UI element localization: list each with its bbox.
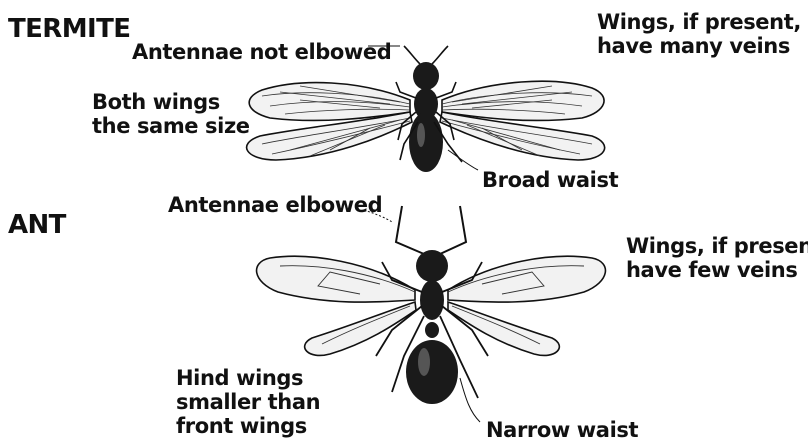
ant-waist-leader <box>460 378 480 422</box>
ant-antennae-label: Antennae elbowed <box>168 193 382 217</box>
termite-antennae-label: Antennae not elbowed <box>132 40 391 64</box>
termite-waist-label: Broad waist <box>482 168 618 192</box>
termite-head <box>413 62 439 90</box>
ant-antenna-left <box>396 206 424 254</box>
ant-right-hind-wing <box>448 302 559 355</box>
ant-gaster <box>406 340 458 404</box>
ant-petiole <box>425 322 439 338</box>
termite-right-front-wing <box>442 81 604 120</box>
termite-antenna-left <box>404 46 420 64</box>
ant-heading: ANT <box>8 210 66 240</box>
ant-thorax <box>420 280 444 320</box>
termite-heading: TERMITE <box>8 14 130 44</box>
ant-wings-size-label: Hind wings smaller than front wings <box>176 366 320 438</box>
termite-abdomen <box>409 112 443 172</box>
termite-figure <box>247 46 605 172</box>
termite-wings-size-label: Both wings the same size <box>92 90 250 138</box>
ant-wings-veins-label: Wings, if present, have few veins <box>626 234 808 282</box>
termite-waist-leader <box>448 150 478 170</box>
ant-antenna-right <box>440 206 466 254</box>
termite-wings-veins-label: Wings, if present, have many veins <box>597 10 801 58</box>
termite-antenna-right <box>432 46 448 64</box>
ant-waist-label: Narrow waist <box>486 418 638 442</box>
ant-head <box>416 250 448 282</box>
